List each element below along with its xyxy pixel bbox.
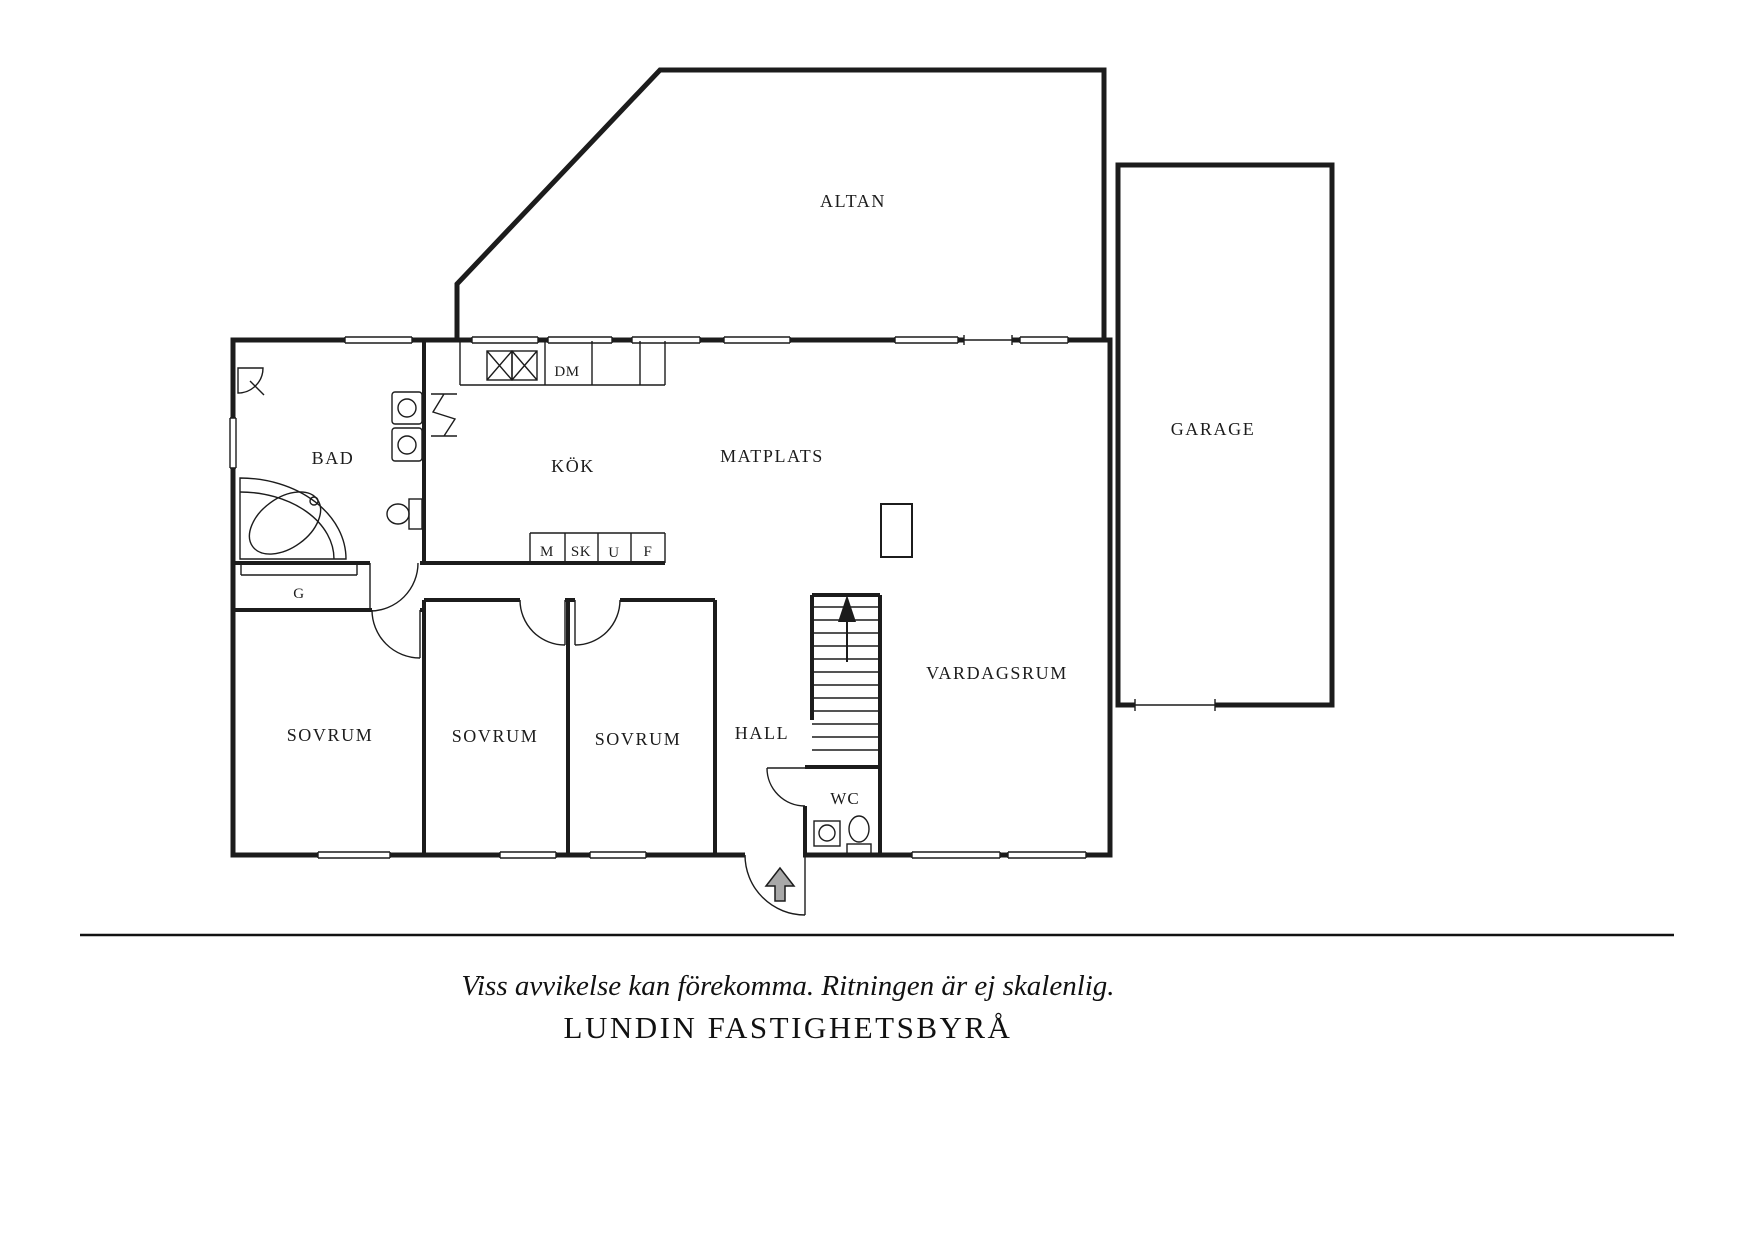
toilet-icon	[386, 498, 423, 530]
window	[499, 848, 557, 862]
kitchen-fixtures	[431, 341, 666, 563]
wc-fixtures	[813, 815, 872, 855]
window	[589, 848, 647, 862]
bathroom-fixtures	[237, 367, 423, 576]
bathtub-icon	[239, 477, 347, 560]
unit-label-sk: SK	[571, 544, 591, 560]
doors	[369, 562, 806, 916]
room-label-sovrum-1: SOVRUM	[287, 725, 374, 745]
window	[723, 333, 791, 347]
windows-and-openings	[226, 333, 1216, 863]
door-sovrum3	[574, 599, 621, 646]
wc-toilet-icon	[846, 815, 872, 855]
footer: Viss avvikelse kan förekomma. Ritningen …	[80, 933, 1674, 1045]
window	[317, 848, 391, 862]
room-label-matplats: MATPLATS	[720, 446, 824, 466]
room-label-vardagsrum: VARDAGSRUM	[926, 663, 1068, 683]
window	[911, 848, 1001, 862]
door-bad	[369, 562, 419, 612]
room-label-bad: BAD	[312, 448, 355, 468]
exterior-walls	[230, 67, 1335, 858]
kitchen-counter-top	[459, 341, 666, 386]
closet-front	[240, 565, 358, 576]
wc-sink-icon	[813, 820, 841, 847]
kitchen-counter-bottom	[529, 532, 666, 563]
room-label-hall: HALL	[735, 723, 789, 743]
unit-label-dm: DM	[554, 364, 579, 380]
unit-label-m: M	[540, 544, 554, 560]
window	[631, 333, 701, 347]
altan-door-opening	[963, 333, 1013, 347]
corner-basin-icon	[237, 367, 265, 396]
entry-opening	[745, 847, 803, 863]
window	[1019, 333, 1069, 347]
garage-outline	[1115, 162, 1335, 708]
house-outline	[230, 337, 1113, 858]
interior-walls	[233, 340, 882, 855]
room-label-wc: WC	[830, 789, 860, 808]
footer-disclaimer: Viss avvikelse kan förekomma. Ritningen …	[461, 970, 1114, 1002]
garage-door-opening	[1134, 698, 1216, 712]
room-label-kok: KÖK	[551, 456, 595, 476]
unit-label-f: F	[644, 544, 653, 560]
door-entry	[744, 854, 806, 916]
window	[547, 333, 613, 347]
bathroom-sink-icon	[391, 427, 423, 462]
window	[471, 333, 539, 347]
window	[1007, 848, 1087, 862]
altan-outline	[454, 67, 1107, 340]
room-label-sovrum-3: SOVRUM	[595, 729, 682, 749]
door-sovrum1	[371, 609, 421, 659]
window	[344, 333, 413, 347]
room-label-garderob: G	[293, 586, 304, 602]
appliance-labels: DM M SK U F	[540, 364, 652, 561]
room-label-garage: GARAGE	[1171, 419, 1256, 439]
window	[894, 333, 959, 347]
chimney-pillar	[880, 503, 913, 558]
bathroom-sink-icon	[391, 391, 423, 425]
room-label-sovrum-2: SOVRUM	[452, 726, 539, 746]
window	[226, 417, 240, 469]
room-label-altan: ALTAN	[820, 191, 886, 211]
kitchen-sink-icon	[486, 350, 538, 381]
entry-arrow-icon	[764, 866, 796, 902]
door-sovrum2	[519, 599, 566, 646]
unit-label-u: U	[608, 545, 619, 561]
wall-break-icon	[431, 393, 457, 437]
stairs	[812, 595, 880, 751]
door-wc	[766, 767, 806, 807]
footer-brand: LUNDIN FASTIGHETSBYRÅ	[564, 1010, 1013, 1045]
up-arrow-icon	[838, 595, 856, 622]
room-labels: ALTAN GARAGE BAD KÖK MATPLATS VARDAGSRUM…	[287, 191, 1256, 808]
